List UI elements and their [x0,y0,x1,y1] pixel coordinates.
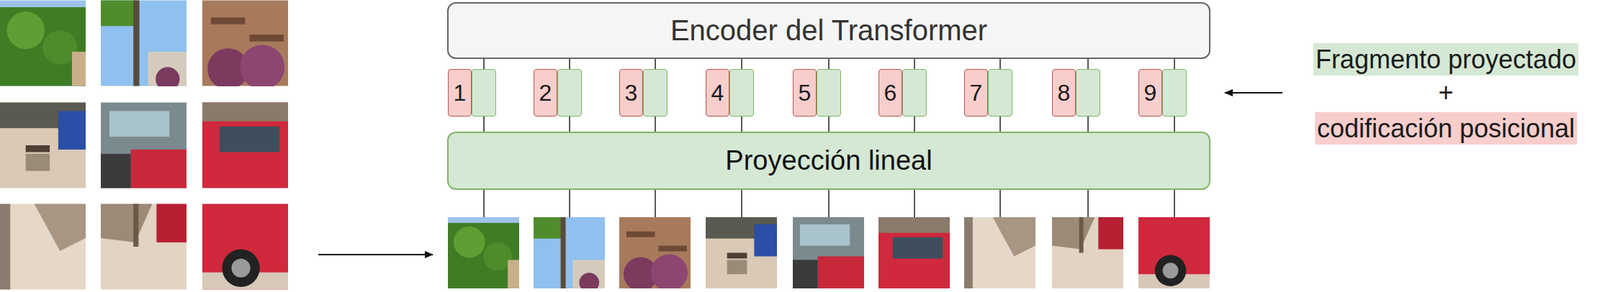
token-connector [1173,59,1176,70]
token-connector [1087,116,1089,132]
projected-patch-box [471,69,497,117]
image-patch [0,102,86,189]
token-connector [654,116,656,132]
plus-sign: + [1437,77,1454,108]
positional-encoding-box: 8 [1052,69,1076,117]
positional-encoding-box: 2 [533,69,558,117]
input-line [654,190,656,218]
positional-encoding-box: 7 [964,69,988,117]
positional-encoding-box: 3 [619,69,644,117]
position-number: 1 [453,79,467,107]
token-connector [913,59,916,70]
token-connector [483,116,485,132]
projected-patch-box [987,69,1013,117]
image-grid [0,0,289,291]
encoder-title: Encoder del Transformer [670,14,988,47]
positional-encoding-box: 6 [878,69,903,117]
token-pair: 6 [878,69,927,117]
flatten-arrow [318,254,433,256]
projected-patch-box [816,69,842,117]
projected-patch-box [643,69,668,117]
token-connector [828,59,830,70]
image-patch [0,204,86,291]
positional-encoding-box: 4 [705,69,730,117]
position-number: 3 [625,79,638,107]
image-patch [792,217,865,289]
projected-patch-box [557,69,582,117]
image-patch [100,204,187,291]
token-pair: 2 [533,69,582,117]
linear-projection-box: Proyección lineal [447,131,1211,191]
image-patch [705,217,777,289]
input-line [1087,190,1089,218]
token-pair: 1 [447,69,497,117]
legend-entry: Fragmento proyectado [1313,43,1579,76]
position-number: 5 [798,79,812,107]
image-patch [1052,217,1124,289]
image-patch [202,204,289,291]
token-pair: 8 [1052,69,1101,117]
image-patch [100,0,187,92]
projected-patch-box [1075,69,1101,117]
projection-title: Proyección lineal [725,145,932,177]
token-connector [828,116,830,132]
positional-encoding-box: 5 [792,69,817,117]
legend-entry: codificación posicional [1314,112,1577,145]
input-line [568,190,571,218]
position-number: 9 [1144,79,1158,107]
token-pair: 9 [1138,69,1187,117]
token-connector [999,116,1001,132]
positional-encoding-box: 9 [1138,69,1163,117]
position-number: 7 [969,79,983,107]
token-connector [1087,59,1089,70]
token-pair: 3 [619,69,668,117]
image-patch [533,217,605,292]
token-pair: 7 [964,69,1013,117]
patch-sequence [447,217,1210,292]
image-patch [964,217,1036,289]
input-line [1173,190,1176,218]
token-connector [568,116,571,132]
image-patch [202,0,289,91]
image-patch [0,0,86,87]
token-connector [1173,116,1176,132]
input-line [913,190,916,218]
position-number: 4 [711,79,725,107]
patch-input-lines [483,190,1175,218]
image-patch [202,102,289,189]
token-connector [568,59,571,70]
position-number: 6 [884,79,898,107]
token-pair: 4 [705,69,754,117]
projected-patch-box [902,69,927,117]
legend-text: Fragmento proyectado [1313,43,1579,76]
legend-text: codificación posicional [1314,112,1577,145]
token-connector [740,116,743,132]
input-line [828,190,830,218]
position-number: 8 [1057,79,1071,107]
image-patch [878,217,950,289]
token-connector [654,59,656,70]
image-patch [619,217,691,292]
projected-patch-box [729,69,754,117]
transformer-encoder-box: Encoder del Transformer [447,2,1211,60]
image-patch [447,217,520,289]
token-connector [913,116,916,132]
input-line [483,190,485,218]
image-patch [100,102,187,189]
positional-encoding-box: 1 [447,69,472,117]
projected-patch-box [1162,69,1187,117]
token-connector [999,59,1001,70]
input-line [999,190,1001,218]
image-patch [1138,217,1210,289]
legend-pointer-arrow [1224,92,1283,94]
input-line [740,190,743,218]
token-connector [740,59,743,70]
token-connector [483,59,485,70]
token-pair: 5 [792,69,842,117]
position-number: 2 [539,79,553,107]
